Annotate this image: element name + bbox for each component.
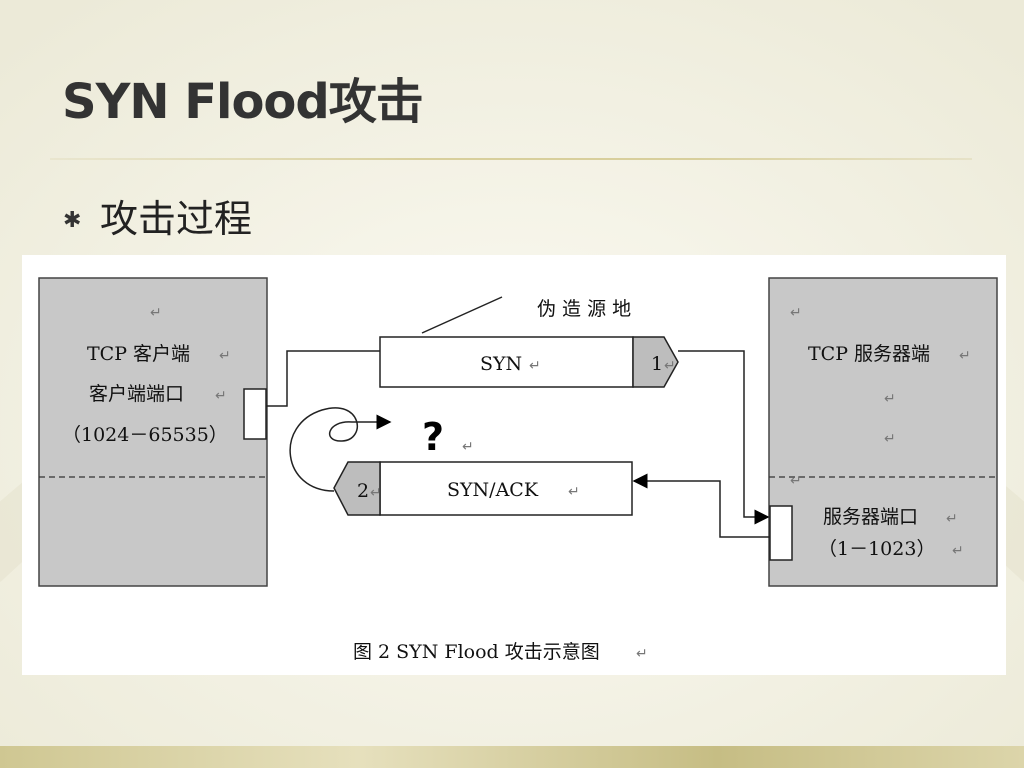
return-mark: ↵ [664, 358, 676, 374]
server-port-range: （1－1023） [818, 538, 935, 560]
return-mark: ↵ [462, 439, 474, 455]
client-to-syn-line [266, 350, 380, 407]
return-mark: ↵ [952, 543, 964, 559]
diagram-caption: 图 2 SYN Flood 攻击示意图 [353, 641, 600, 663]
client-box: ↵ TCP 客户端 ↵ 客户端端口 ↵ （1024－65535） [38, 277, 268, 587]
syn-flood-diagram: ↵ TCP 客户端 ↵ 客户端端口 ↵ （1024－65535） ↵ TCP 服… [22, 255, 1006, 675]
client-port-label: 客户端端口 [89, 383, 184, 405]
return-mark: ↵ [215, 388, 227, 404]
return-mark: ↵ [529, 358, 541, 374]
syn-label: SYN [480, 353, 522, 375]
server-port-label: 服务器端口 [823, 506, 918, 528]
return-mark: ↵ [790, 473, 802, 489]
title-divider [50, 158, 972, 160]
forged-source-label: 伪 造 源 地 [537, 298, 631, 320]
forged-source-pointer [421, 296, 503, 334]
question-mark: ? [422, 415, 444, 459]
syn-to-server-arrow [678, 350, 770, 525]
server-port-box [769, 505, 793, 561]
return-mark: ↵ [790, 305, 802, 321]
client-label: TCP 客户端 [87, 343, 190, 365]
client-port-range: （1024－65535） [62, 424, 228, 446]
synack-label: SYN/ACK [447, 479, 539, 501]
bullet-text: 攻击过程 [100, 197, 253, 241]
return-mark: ↵ [959, 348, 971, 364]
bullet-icon: ✱ [63, 208, 82, 233]
synack-step-number: 2 [357, 480, 369, 502]
slide-title: SYN Flood攻击 [62, 74, 424, 130]
syn-step-tab [632, 336, 679, 388]
bottom-decor-bar [0, 746, 1024, 768]
return-mark: ↵ [884, 391, 896, 407]
return-mark: ↵ [568, 484, 580, 500]
return-mark: ↵ [636, 646, 648, 662]
return-mark: ↵ [946, 511, 958, 527]
server-label: TCP 服务器端 [808, 343, 930, 365]
synack-packet: SYN/ACK ↵ 2 ↵ [333, 461, 633, 516]
return-mark: ↵ [884, 431, 896, 447]
return-mark: ↵ [150, 305, 162, 321]
return-mark: ↵ [219, 348, 231, 364]
server-box: ↵ TCP 服务器端 ↵ ↵ ↵ ↵ 服务器端口 ↵ （1－1023） ↵ [768, 277, 998, 587]
return-mark: ↵ [370, 485, 382, 501]
syn-step-number: 1 [651, 353, 663, 375]
server-to-synack-arrow [632, 473, 770, 538]
lost-reply-loop [289, 407, 392, 492]
syn-packet: SYN ↵ 1 ↵ [379, 336, 679, 388]
client-port-box [243, 388, 267, 440]
synack-step-tab [333, 461, 381, 516]
